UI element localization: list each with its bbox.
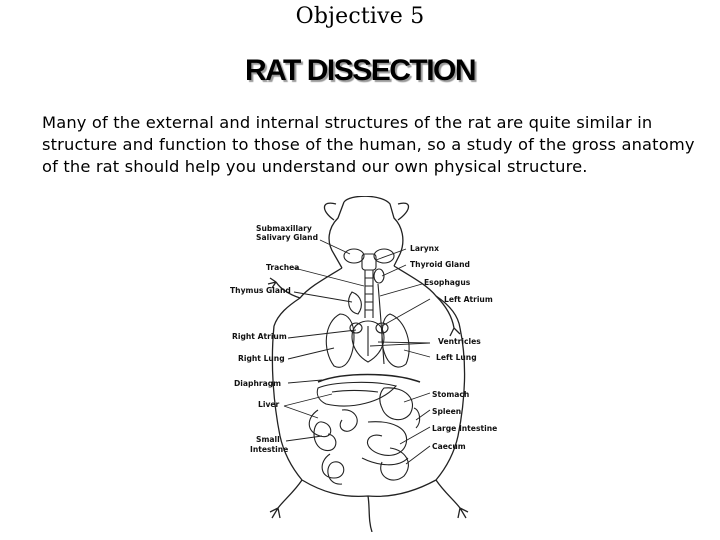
label-left-lung: Left Lung [436,353,477,362]
label-small: Small [256,435,280,444]
label-trachea: Trachea [266,263,299,272]
rat-outline [267,196,469,532]
slide-title: RAT DISSECTION [244,54,477,87]
label-intestine: Intestine [250,445,288,454]
label-larynx: Larynx [410,244,439,253]
label-ventricles: Ventricles [438,337,481,346]
label-left-atrium: Left Atrium [444,295,493,304]
label-right-atrium: Right Atrium [232,332,287,341]
label-liver: Liver [258,400,280,409]
label-caecum: Caecum [432,442,466,451]
label-salivary-gland: Salivary Gland [256,233,318,242]
leader-lines [283,239,431,465]
label-spleen: Spleen [432,407,461,416]
rat-organs [308,248,421,485]
intro-paragraph: Many of the external and internal struct… [42,113,695,176]
label-esophagus: Esophagus [424,278,471,287]
label-stomach: Stomach [432,390,469,399]
label-large-intestine: Large Intestine [432,424,497,433]
label-thymus-gland: Thymus Gland [230,286,291,295]
label-submaxillary: Submaxillary [256,224,312,233]
label-thyroid-gland: Thyroid Gland [410,260,470,269]
objective-heading: Objective 5 [295,4,425,29]
label-diaphragm: Diaphragm [234,379,281,388]
label-right-lung: Right Lung [238,354,285,363]
labels-right: Larynx Thyroid Gland Esophagus Left Atri… [410,244,497,451]
rat-anatomy-diagram: Submaxillary Salivary Gland Trachea Thym… [222,196,512,532]
labels-left: Submaxillary Salivary Gland Trachea Thym… [230,224,318,454]
